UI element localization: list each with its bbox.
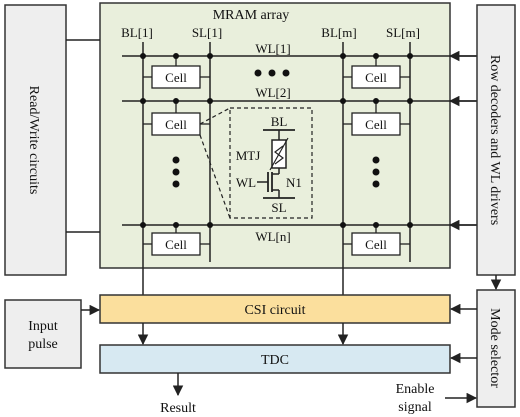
label-wl-last: WL[n] bbox=[255, 229, 290, 244]
wl-arrows bbox=[448, 50, 476, 231]
enable-signal-line1: Enable bbox=[396, 382, 435, 397]
read-write-circuits-block bbox=[4, 4, 67, 276]
input-pulse-block bbox=[4, 299, 82, 369]
cell-label: Cell bbox=[365, 117, 387, 132]
csi-circuit-label: CSI circuit bbox=[244, 303, 305, 318]
array-to-csi-lines bbox=[142, 262, 344, 295]
word-lines bbox=[122, 55, 477, 226]
mram-array-title: MRAM array bbox=[213, 8, 290, 23]
cell-r2-c1: Cell bbox=[151, 112, 201, 136]
cell-r1-c1: Cell bbox=[151, 65, 201, 89]
csi-to-tdc-arrows bbox=[137, 323, 349, 346]
inset-bl-label: BL bbox=[271, 114, 288, 129]
inset-mtj-label: MTJ bbox=[236, 148, 261, 163]
enable-signal-line2: signal bbox=[398, 400, 432, 415]
tdc-label: TDC bbox=[261, 353, 289, 368]
mode-selector-block bbox=[476, 289, 516, 408]
cell-rn-cm: Cell bbox=[351, 232, 401, 256]
label-wl-second: WL[2] bbox=[255, 85, 290, 100]
cell-label: Cell bbox=[165, 117, 187, 132]
inset-wl-label: WL bbox=[236, 175, 256, 190]
label-sl-first: SL[1] bbox=[192, 25, 222, 40]
row-decoders-label: Row decoders and WL drivers bbox=[487, 55, 502, 225]
input-pulse-line2: pulse bbox=[28, 337, 58, 352]
label-bl-last: BL[m] bbox=[321, 25, 356, 40]
label-bl-first: BL[1] bbox=[121, 25, 153, 40]
input-pulse-line1: Input bbox=[28, 319, 58, 334]
read-write-circuits-label: Read/Write circuits bbox=[26, 86, 41, 195]
cell-label: Cell bbox=[365, 237, 387, 252]
cell-r1-cm: Cell bbox=[351, 65, 401, 89]
result-label: Result bbox=[160, 401, 196, 416]
cell-label: Cell bbox=[365, 70, 387, 85]
ellipsis-dots bbox=[172, 69, 380, 188]
inset-sl-label: SL bbox=[271, 200, 286, 215]
cell-detail-inset: BL MTJ WL N1 SL bbox=[199, 107, 313, 219]
cell-r2-cm: Cell bbox=[351, 112, 401, 136]
label-wl-first: WL[1] bbox=[255, 41, 290, 56]
label-sl-last: SL[m] bbox=[386, 25, 420, 40]
cell-grid: Cell Cell Cell Cell Cell Cell bbox=[151, 65, 401, 256]
inset-n1-label: N1 bbox=[286, 175, 302, 190]
cell-label: Cell bbox=[165, 237, 187, 252]
junction-dots bbox=[140, 53, 413, 228]
cell-label: Cell bbox=[165, 70, 187, 85]
mode-selector-label: Mode selector bbox=[487, 308, 502, 388]
cell-rn-c1: Cell bbox=[151, 232, 201, 256]
tdc-block bbox=[99, 344, 451, 374]
read-write-links bbox=[66, 39, 100, 233]
